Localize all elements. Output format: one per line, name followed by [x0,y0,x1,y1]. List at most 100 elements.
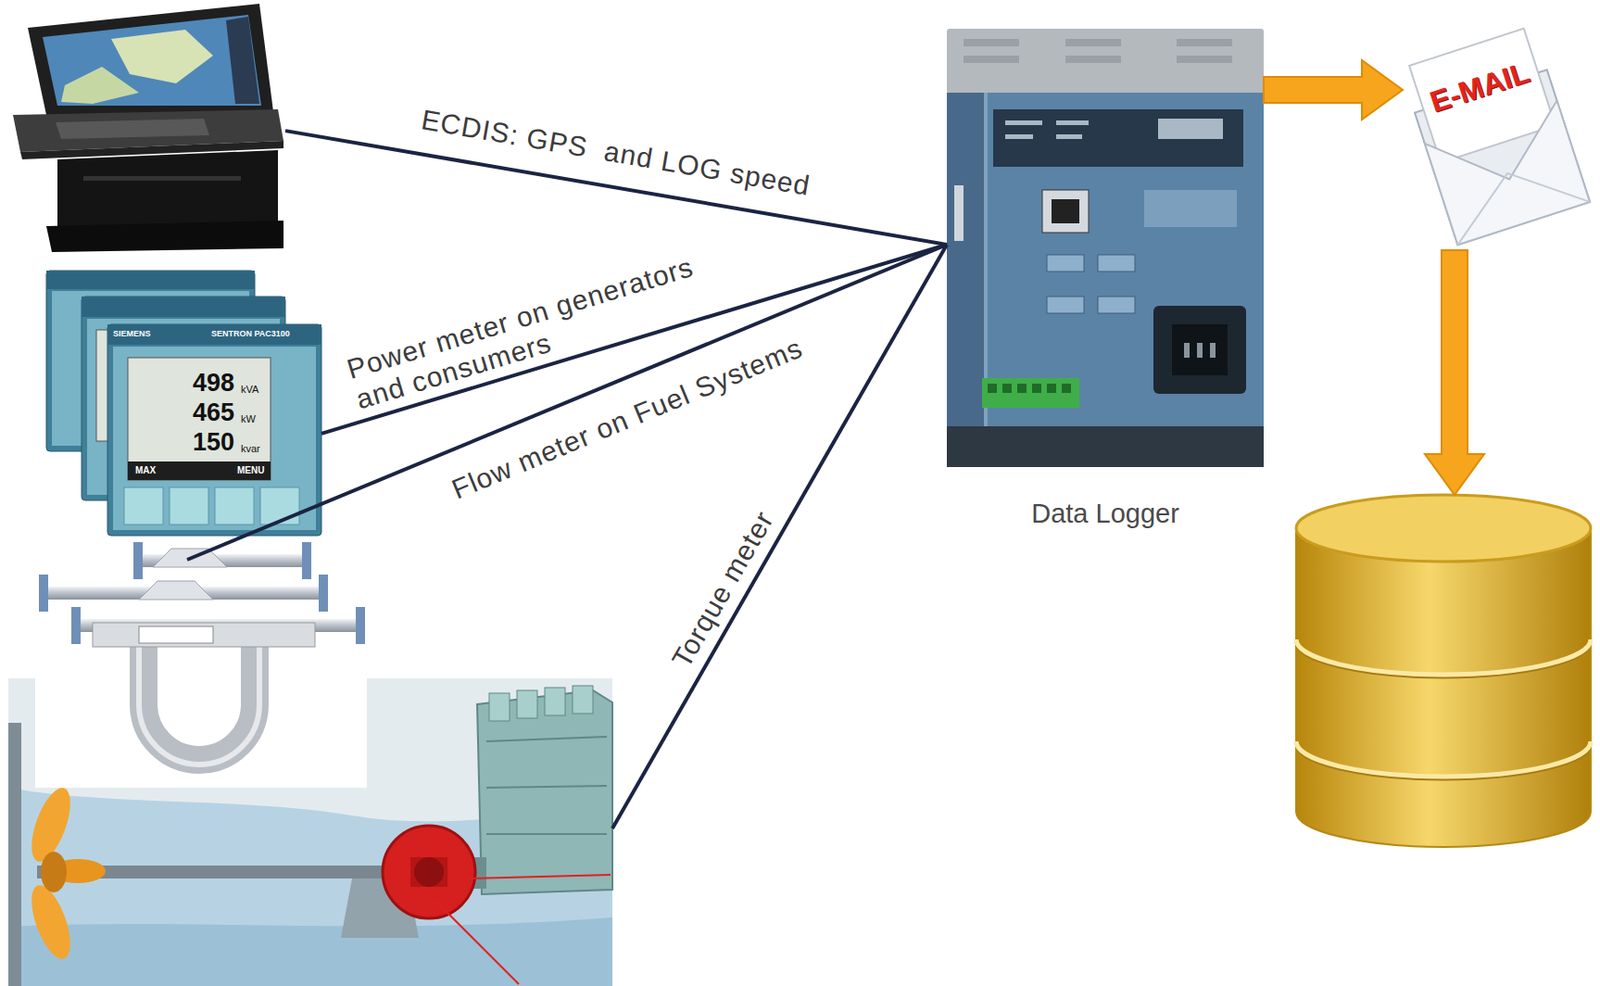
shaft-illustration-part [572,685,593,714]
power-meter-text: SENTRON PAC3100 [211,328,290,340]
database-illustration-part [1296,741,1591,777]
ecdis-illustration-part [46,220,284,252]
power-meter-illustration-part [124,487,164,525]
data-logger-illustration-part [1056,134,1083,139]
flow-meter-illustration-part [71,606,81,644]
ecdis-illustration-part [57,150,278,234]
data-logger-illustration-part [1005,134,1034,139]
data-logger-illustration-part [1056,120,1089,126]
flow-meter-illustration [35,541,367,788]
flow-meter-illustration-part [302,541,312,580]
display-value: 498 [192,368,235,397]
data-logger-illustration-part [1184,342,1190,358]
ecdis-illustration-part [55,118,210,139]
ecdis-illustration-part [61,66,139,104]
data-logger-illustration-part [1158,118,1223,139]
data-logger-illustration-part [993,109,1244,167]
data-logger-illustration-part [946,92,984,429]
data-logger-illustration-part [1065,55,1122,63]
data-logger-illustration-part [963,55,1020,63]
flow-meter-illustration-part [138,646,260,765]
edge-label: ECDIS: GPS and LOG speed [418,103,813,202]
text-slot: Data Logger [1031,497,1180,530]
shaft-illustration-part [24,880,79,964]
text-slot: MENU [237,465,265,477]
power-meter-illustration-part [127,357,271,480]
power-meter-illustration-part [46,270,255,290]
data-logger-illustration-part [1097,254,1135,272]
shaft-illustration-part [516,690,538,719]
power-meter-illustration-part [127,461,271,480]
button-label: MENU [237,465,265,477]
display-value: 150 [192,428,235,456]
data-logger-illustration-part [983,92,988,429]
shaft-illustration-part [8,917,613,986]
text-slot: Torque meter [665,505,780,674]
data-logger-illustration [946,28,1264,467]
data-logger-illustration-part [1042,189,1089,233]
text-slot: E-MAIL [1425,55,1534,119]
shaft-illustration-part [486,832,607,835]
edge-label: Flow meter on Fuel Systems [447,332,807,506]
ecdis-illustration-part [42,14,262,106]
power-meter-illustration-part [214,487,254,525]
connector-line [187,244,947,560]
shaft-illustration-part [489,692,510,721]
data-logger-illustration-part [1005,120,1043,126]
data-logger-illustration-part [1176,55,1233,63]
data-logger-illustration-part [982,377,1080,408]
data-logger-illustration-part [1051,199,1080,224]
ecdis-illustration-part [226,16,260,104]
text-slot: 150 [192,428,235,456]
display-unit: kVA [240,383,259,396]
data-logger-illustration-part [1032,383,1042,393]
text-slot: SIEMENS [113,328,152,340]
database-illustration-part [1296,494,1591,562]
button-label: MAX [135,465,156,477]
data-logger-illustration-part [946,92,1264,429]
data-logger-illustration-part [1171,324,1228,376]
power-meter-illustration-part [113,346,316,530]
text-slot: kVA [240,383,259,396]
email-envelope-text: E-MAIL [1425,55,1534,119]
text-slot: SENTRON PAC3100 [211,328,290,340]
shaft-illustration-part [467,874,611,879]
connector-line [285,130,947,245]
power-meter-illustration-part [81,296,286,317]
database-illustration-part [1296,642,1591,678]
power-meter-illustration [46,270,322,536]
data-logger-illustration-part [963,38,1020,47]
text-slot: kvar [240,442,261,455]
connector-line [612,244,947,829]
data-logger-illustration-part [954,185,964,241]
flow-meter-illustration-part [355,606,366,644]
power-meter-illustration-part [169,487,209,525]
power-meter-text: SIEMENS [113,328,152,340]
flow-meter-illustration-part [143,646,255,760]
data-logger-illustration-part [1176,38,1233,47]
ecdis-illustration [12,3,284,252]
torque-meter [8,678,613,986]
text-slot: Flow meter on Fuel Systems [447,332,807,506]
ecdis-illustration-part [83,176,241,181]
data-logger-illustration-part [1046,383,1057,393]
flow-meter-illustration-part [133,541,143,580]
shaft-illustration-part [486,736,607,742]
database-illustration-part [1296,528,1591,847]
shaft-illustration-part [486,785,607,788]
display-unit: kvar [240,442,261,455]
flow-arrow [1424,250,1485,495]
power-meter-illustration-part [107,324,322,536]
envelope-illustration-part [1441,151,1590,246]
flow-meter-illustration-part [138,580,214,600]
shaft-illustration-part [40,851,67,893]
data-logger-illustration-part [1153,305,1247,394]
data-logger-illustration-part [987,383,997,393]
database-illustration-part [1296,639,1591,675]
data-logger-illustration-part [1144,189,1237,227]
data-logger-illustration-part [1061,383,1071,393]
flow-meter-illustration-part [38,574,49,612]
data-logger-illustration-part [946,28,1264,94]
